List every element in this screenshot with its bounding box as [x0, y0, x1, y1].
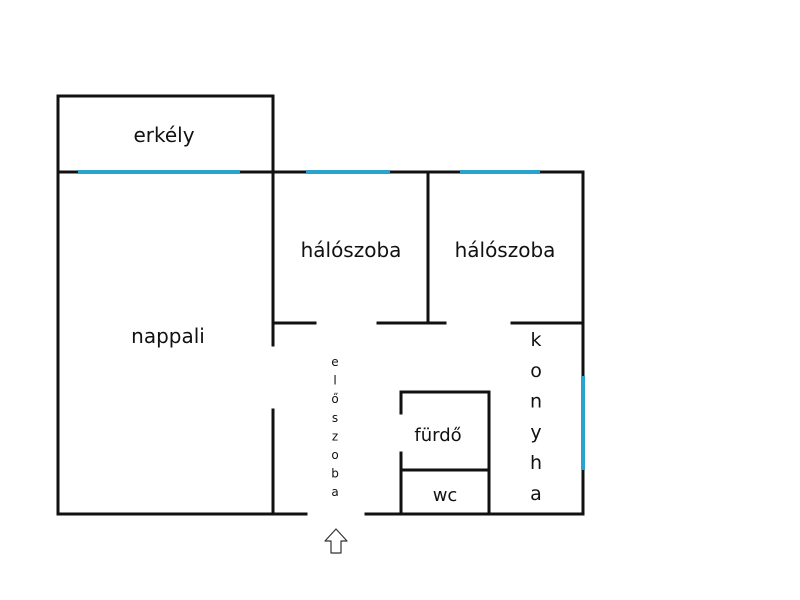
balcony-walls	[56, 94, 275, 174]
entrance-arrow-icon	[324, 528, 348, 554]
eloszoba-letter: a	[331, 485, 338, 499]
windows	[78, 170, 585, 470]
room-label-wc: wc	[433, 485, 458, 506]
room-label-erkely: erkély	[133, 123, 194, 147]
konyha-letter: y	[530, 421, 541, 443]
konyha-letter: a	[530, 483, 542, 505]
eloszoba-letter: s	[332, 411, 338, 425]
walls	[56, 94, 585, 516]
room-label-furdo: fürdő	[414, 425, 461, 446]
konyha-letter: n	[530, 391, 542, 413]
eloszoba-letter: ő	[331, 392, 338, 406]
eloszoba-letter: b	[331, 467, 339, 481]
eloszoba-letter: o	[331, 448, 338, 462]
eloszoba-letter: e	[331, 355, 338, 369]
konyha-letter: k	[530, 329, 541, 351]
room-label-haloszoba-right: hálószoba	[455, 238, 556, 262]
room-label-haloszoba-left: hálószoba	[301, 238, 402, 262]
konyha-letter: o	[530, 360, 542, 382]
eloszoba-letter: l	[333, 374, 336, 388]
eloszoba-letter: z	[332, 429, 338, 443]
room-label-nappali: nappali	[131, 324, 205, 348]
konyha-letter: h	[530, 452, 542, 474]
